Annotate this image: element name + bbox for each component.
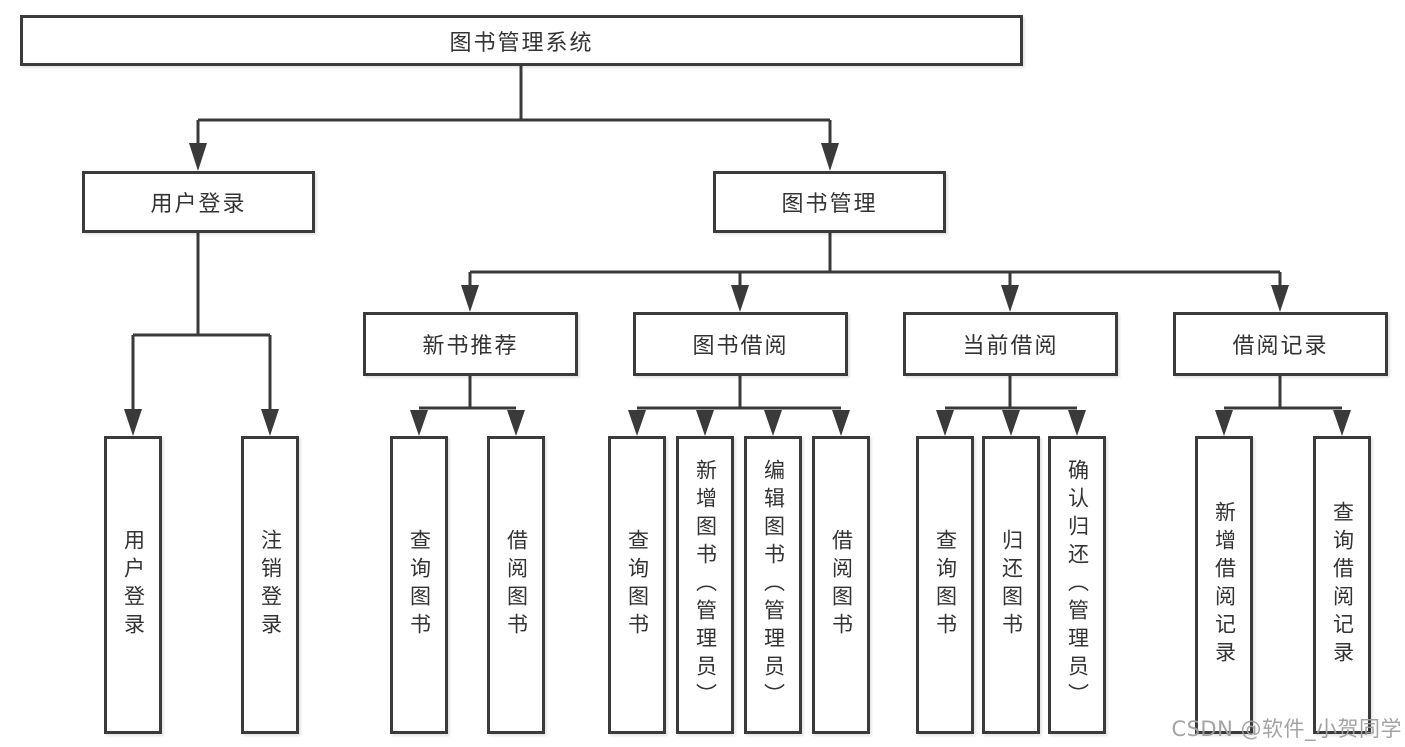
leaf-nb-query-books-label: 查询图书 — [407, 529, 432, 641]
leaf-cb-query-books-label: 查询图书 — [933, 529, 958, 641]
node-new-book-recommend: 新书推荐 — [363, 312, 578, 376]
leaf-cb-return-books: 归还图书 — [982, 436, 1040, 734]
node-book-management: 图书管理 — [713, 171, 946, 233]
leaf-nb-borrow-books: 借阅图书 — [487, 436, 545, 734]
leaf-user-login-label: 用户登录 — [121, 529, 146, 641]
leaf-br-add-record: 新增借阅记录 — [1195, 436, 1253, 734]
leaf-logout-login-label: 注销登录 — [258, 529, 283, 641]
node-user-login: 用户登录 — [82, 171, 315, 233]
watermark: CSDN @软件_小贺同学 — [1171, 717, 1402, 741]
node-current-borrowing: 当前借阅 — [903, 312, 1118, 376]
leaf-bb-borrow-books-label: 借阅图书 — [829, 529, 854, 641]
leaf-bb-edit-books-admin-label: 编辑图书（管理员） — [761, 459, 786, 711]
node-root: 图书管理系统 — [20, 15, 1023, 66]
leaf-nb-query-books: 查询图书 — [390, 436, 448, 734]
leaf-cb-query-books: 查询图书 — [916, 436, 974, 734]
leaf-cb-confirm-return-admin: 确认归还（管理员） — [1048, 436, 1106, 734]
leaf-cb-confirm-return-admin-label: 确认归还（管理员） — [1065, 459, 1090, 711]
leaf-user-login: 用户登录 — [104, 436, 162, 734]
leaf-br-query-record-label: 查询借阅记录 — [1330, 501, 1355, 669]
leaf-cb-return-books-label: 归还图书 — [999, 529, 1024, 641]
leaf-br-query-record: 查询借阅记录 — [1313, 436, 1371, 734]
leaf-logout-login: 注销登录 — [241, 436, 299, 734]
leaf-bb-query-books-label: 查询图书 — [625, 529, 650, 641]
node-borrowing-records: 借阅记录 — [1173, 312, 1388, 376]
leaf-bb-add-books-admin-label: 新增图书（管理员） — [693, 459, 718, 711]
leaf-bb-add-books-admin: 新增图书（管理员） — [676, 436, 734, 734]
leaf-bb-query-books: 查询图书 — [608, 436, 666, 734]
node-book-borrowing: 图书借阅 — [633, 312, 848, 376]
leaf-bb-borrow-books: 借阅图书 — [812, 436, 870, 734]
leaf-bb-edit-books-admin: 编辑图书（管理员） — [744, 436, 802, 734]
leaf-nb-borrow-books-label: 借阅图书 — [504, 529, 529, 641]
leaf-br-add-record-label: 新增借阅记录 — [1212, 501, 1237, 669]
